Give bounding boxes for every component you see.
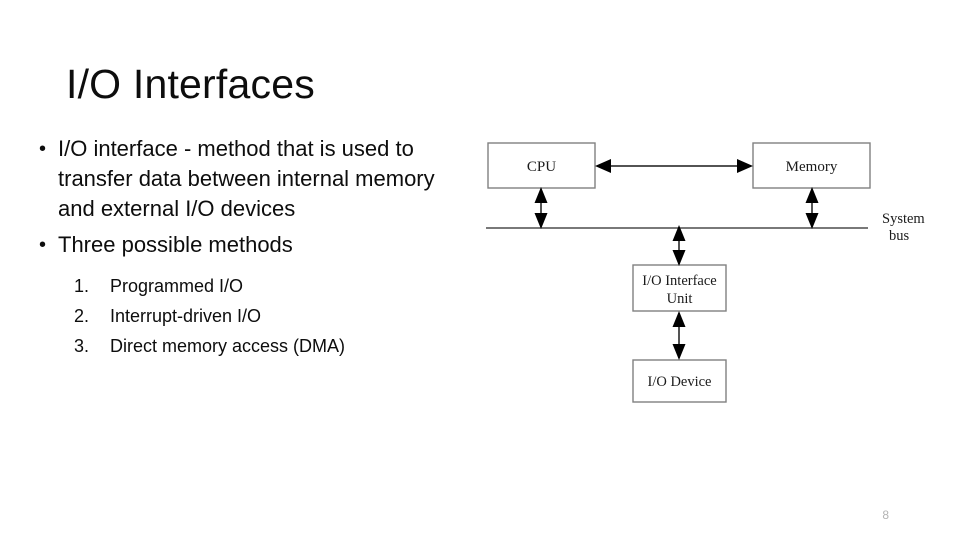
bullet-marker-icon: •: [39, 234, 47, 256]
numbered-list: 1. Programmed I/O 2. Interrupt-driven I/…: [34, 271, 459, 361]
io-system-block-diagram: CPU Memory I/O Interface Unit I/O Device…: [470, 130, 940, 420]
slide-body-content: • I/O interface - method that is used to…: [34, 134, 459, 361]
diagram-node-io-interface-unit-label-line1: I/O Interface: [642, 273, 716, 289]
diagram-node-cpu: [487, 142, 596, 189]
bullet-text: Three possible methods: [58, 232, 293, 257]
list-item: • I/O interface - method that is used to…: [34, 134, 459, 224]
list-item: 1. Programmed I/O: [74, 271, 459, 301]
diagram-system-bus-label-line2: bus: [889, 228, 910, 244]
list-number: 1.: [74, 276, 90, 296]
page-number: 8: [882, 508, 889, 522]
bullet-marker-icon: •: [39, 138, 47, 160]
list-item: 3. Direct memory access (DMA): [74, 331, 459, 361]
list-item: 2. Interrupt-driven I/O: [74, 301, 459, 331]
diagram-node-memory-label: Memory: [786, 159, 838, 175]
list-number: 3.: [74, 336, 90, 356]
page-title: I/O Interfaces: [66, 61, 315, 107]
diagram-node-io-device: [632, 359, 727, 403]
list-number: 2.: [74, 306, 90, 326]
list-item-label: Interrupt-driven I/O: [110, 306, 262, 326]
diagram-system-bus-label-line1: System: [882, 211, 925, 227]
diagram-node-cpu-label: CPU: [527, 159, 556, 175]
diagram-arrow-io-interface-io-device: [672, 311, 686, 360]
list-item-label: Direct memory access (DMA): [110, 336, 346, 356]
diagram-arrow-bus-io-interface: [672, 225, 686, 266]
diagram-node-io-interface-unit: [632, 264, 727, 312]
diagram-node-io-device-label: I/O Device: [647, 374, 711, 390]
bullet-text: I/O interface - method that is used to t…: [58, 136, 435, 221]
diagram-arrow-cpu-bus: [534, 187, 548, 229]
diagram-arrow-cpu-memory: [595, 159, 753, 173]
list-item: • Three possible methods: [34, 230, 459, 260]
list-item-label: Programmed I/O: [110, 276, 244, 296]
bullet-list: • I/O interface - method that is used to…: [34, 134, 459, 260]
diagram-node-io-interface-unit-label-line2: Unit: [667, 291, 693, 307]
diagram-node-memory: [752, 142, 871, 189]
diagram-arrow-memory-bus: [805, 187, 819, 229]
